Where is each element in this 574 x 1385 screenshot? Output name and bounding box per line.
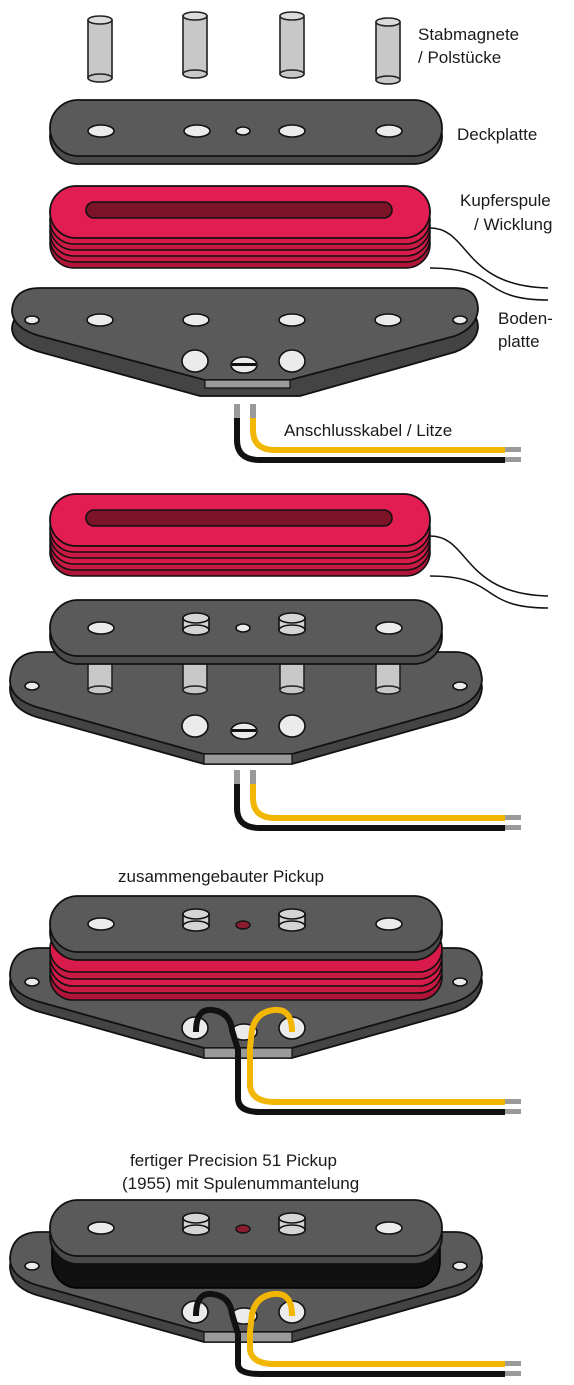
- base-plate: [12, 288, 478, 396]
- base-plate-2: [10, 652, 482, 764]
- lead-wires-2: [234, 770, 521, 830]
- top-plate: [50, 100, 442, 164]
- label-top-plate: Deckplatte: [457, 125, 537, 144]
- finished-title-2: (1955) mit Spulenummantelung: [122, 1174, 359, 1193]
- top-plate-2: [50, 600, 442, 664]
- top-plate-4: [50, 1200, 442, 1264]
- label-coil-2: / Wicklung: [474, 215, 552, 234]
- label-pole-pieces-2: / Polstücke: [418, 48, 501, 67]
- label-base-plate-1: Boden-: [498, 309, 553, 328]
- assembled-pickup: zusammengebauter Pickup: [10, 867, 521, 1114]
- top-plate-3: [50, 896, 442, 960]
- label-lead-wire: Anschlusskabel / Litze: [284, 421, 452, 440]
- pole-pieces: [88, 12, 400, 84]
- finished-title-1: fertiger Precision 51 Pickup: [130, 1151, 337, 1170]
- label-pole-pieces-1: Stabmagnete: [418, 25, 519, 44]
- partial-assembly: [10, 494, 548, 830]
- label-base-plate-2: platte: [498, 332, 540, 351]
- coil-2: [50, 494, 548, 608]
- finished-pickup: fertiger Precision 51 Pickup (1955) mit …: [10, 1151, 521, 1376]
- exploded-view: Stabmagnete / Polstücke Deckplatte Kupfe…: [12, 12, 553, 462]
- label-coil-1: Kupferspule: [460, 191, 551, 210]
- assembled-title: zusammengebauter Pickup: [118, 867, 324, 886]
